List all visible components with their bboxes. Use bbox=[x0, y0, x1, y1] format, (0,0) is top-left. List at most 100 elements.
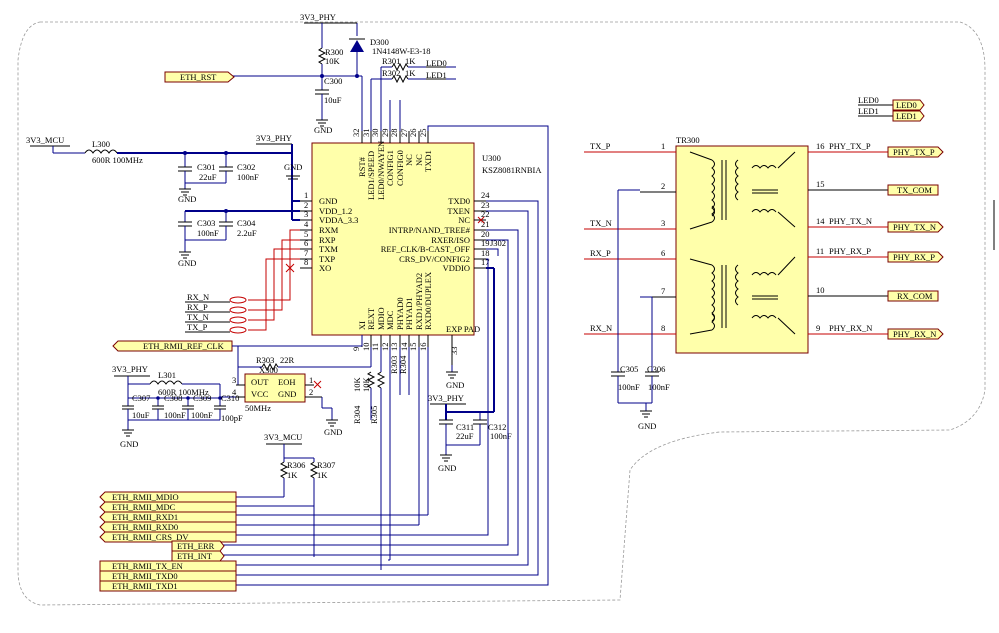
rx-n-left-label: RX_N bbox=[187, 292, 209, 302]
u300-right-pins: 24 23 22 21 20 19 18 17 TXD0 TXEN NC INT… bbox=[381, 190, 491, 273]
tx-p-left-label: TX_P bbox=[187, 322, 208, 332]
pin-name: MDC bbox=[385, 310, 395, 330]
x300-pin3: 3 bbox=[232, 375, 236, 385]
tr300-transformer: TR300 1 2 3 6 7 8 TX_P TX_N RX_P RX_N 16… bbox=[584, 135, 944, 431]
u300-ref: U300 bbox=[482, 153, 501, 163]
rx-com-port bbox=[887, 290, 939, 302]
pin-num: 2 bbox=[304, 200, 308, 210]
pin-name: XO bbox=[319, 263, 331, 273]
c312-ref: C312 bbox=[488, 422, 506, 432]
pin-name: CRS_DV/CONFIG2 bbox=[399, 254, 470, 264]
l301-ref: L301 bbox=[158, 370, 176, 380]
c309-ref: C309 bbox=[193, 393, 211, 403]
pin-name: NC bbox=[404, 154, 414, 166]
pin-num: 23 bbox=[481, 200, 490, 210]
r300-value: 10K bbox=[325, 56, 341, 66]
c300-value: 10uF bbox=[324, 95, 342, 105]
d300-value: 1N4148W-E3-18 bbox=[372, 46, 431, 56]
pin-num: 20 bbox=[481, 229, 490, 239]
c311-ref: C311 bbox=[456, 422, 474, 432]
c305-value: 100nF bbox=[618, 382, 640, 392]
pin-num: 25 bbox=[418, 129, 428, 138]
exp-pad-num: 33 bbox=[449, 347, 459, 356]
eth-int-label: ETH_INT bbox=[177, 551, 213, 561]
pin-name: RXM bbox=[319, 225, 339, 235]
u300-value: KSZ8081RNBIA bbox=[482, 165, 542, 175]
eth-rmii-crs-dv-label: ETH_RMII_CRS_DV bbox=[112, 532, 189, 542]
c311-value: 22uF bbox=[456, 431, 474, 441]
power-3v3-phy-top: 3V3_PHY bbox=[300, 12, 336, 22]
x300-ref: X300 bbox=[259, 365, 278, 375]
pin-num: 1 bbox=[304, 190, 308, 200]
x300-eoh-label: EOH bbox=[278, 377, 295, 387]
gnd-label: GND bbox=[284, 162, 302, 172]
phy-rx-p-port-label: PHY_RX_P bbox=[893, 252, 935, 262]
r302-ref: R302 bbox=[382, 68, 400, 78]
c305-ref: C305 bbox=[620, 364, 638, 374]
r301-ref: R301 bbox=[382, 56, 400, 66]
led1-top-label: LED1 bbox=[426, 70, 447, 80]
pin-num: 28 bbox=[389, 129, 399, 138]
pin-num: 7 bbox=[304, 248, 308, 258]
eth-rmii-rxd1-label: ETH_RMII_RXD1 bbox=[112, 512, 178, 522]
x300-gnd-label: GND bbox=[278, 389, 296, 399]
pin-name: MDIO bbox=[376, 307, 386, 330]
led0-right-label: LED0 bbox=[858, 95, 879, 105]
tr-pin-num: 9 bbox=[816, 323, 820, 333]
pin-num: 21 bbox=[481, 219, 490, 229]
pin-num: 27 bbox=[399, 129, 409, 138]
power-3v3-mcu-left: 3V3_MCU bbox=[26, 135, 64, 145]
u300-exp-pad: EXP PAD bbox=[446, 324, 480, 334]
r306-ref: R306 bbox=[287, 460, 305, 470]
pin-num: 26 bbox=[408, 129, 418, 138]
pin-num: 19 bbox=[481, 238, 490, 248]
c301-value: 22uF bbox=[199, 172, 217, 182]
pin-num: 13 bbox=[389, 343, 399, 352]
d300-ref: D300 bbox=[370, 37, 389, 47]
tr-pin-num: 11 bbox=[816, 246, 824, 256]
pin-name: TXD1 bbox=[423, 150, 433, 172]
gnd-label: GND bbox=[446, 380, 464, 390]
led1-right-label: LED1 bbox=[858, 106, 879, 116]
pin-num: 5 bbox=[304, 229, 308, 239]
led-ports-right: LED0 LED1 LED0 LED1 bbox=[858, 95, 925, 122]
led0-port-label: LED0 bbox=[896, 100, 917, 110]
x300-pin1: 1 bbox=[309, 375, 313, 385]
pin-name: TXEN bbox=[447, 206, 470, 216]
pin-name: RXER/ISO bbox=[431, 235, 470, 245]
phy-rx-n-port bbox=[887, 328, 944, 340]
pin-num: 9 bbox=[351, 347, 361, 351]
gnd-label: GND bbox=[178, 194, 196, 204]
pin-name: NC bbox=[458, 215, 470, 225]
pin-name: LED0/NWAYEN bbox=[376, 141, 386, 200]
tr-pin-num: 14 bbox=[816, 216, 825, 226]
gnd-symbol bbox=[316, 119, 328, 127]
x300-value: 50MHz bbox=[245, 403, 271, 413]
c303-value: 100nF bbox=[197, 228, 219, 238]
gnd-label: GND bbox=[438, 463, 456, 473]
phy-rx-n-port-label: PHY_RX_N bbox=[893, 329, 936, 339]
phy-tx-p-label: PHY_TX_P bbox=[829, 141, 871, 151]
x300-out-label: OUT bbox=[251, 377, 269, 387]
pin-num: 4 bbox=[304, 219, 309, 229]
c306-value: 100nF bbox=[648, 382, 670, 392]
rx-com-label: RX_COM bbox=[897, 291, 933, 301]
c306-ref: C306 bbox=[647, 364, 665, 374]
led0-top-label: LED0 bbox=[426, 58, 447, 68]
tr-pin-num: 6 bbox=[661, 248, 665, 258]
r304-value: 10K bbox=[352, 377, 362, 393]
eth-rmii-ref-clk-label: ETH_RMII_REF_CLK bbox=[143, 341, 225, 351]
r307-value: 1K bbox=[317, 470, 328, 480]
reset-circuit: 3V3_PHY D300 1N4148W-E3-18 R300 10K ETH_… bbox=[164, 12, 431, 135]
pin-name: GND bbox=[319, 196, 337, 206]
pin-name: CONFIG1 bbox=[385, 150, 395, 186]
u300-body bbox=[311, 142, 475, 336]
c307-value: 10uF bbox=[132, 410, 150, 420]
j302-label: J302 bbox=[490, 238, 506, 248]
r305-value: 10K bbox=[361, 377, 371, 393]
tr-pin-num: 10 bbox=[816, 285, 825, 295]
x300-oscillator bbox=[244, 373, 306, 403]
l301-inductor bbox=[149, 380, 183, 385]
gnd-label: GND bbox=[178, 258, 196, 268]
pin-num: 24 bbox=[481, 190, 490, 200]
